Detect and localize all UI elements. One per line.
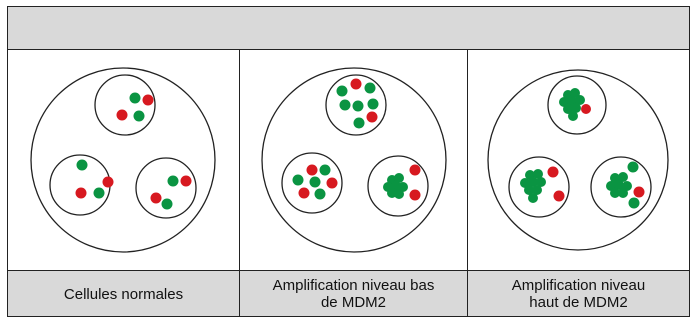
green-signal: [618, 172, 628, 182]
cell-nucleus: [135, 157, 197, 219]
high-amplification-diagram: [487, 69, 669, 251]
green-signal: [570, 88, 580, 98]
green-signal: [319, 164, 331, 176]
cell-nucleus: [325, 74, 387, 136]
green-signal: [575, 95, 585, 105]
cell-nucleus: [508, 156, 570, 218]
green-signal: [536, 177, 546, 187]
caption-low-amplification: Amplification niveau bas de MDM2: [240, 271, 468, 317]
normal-cells-diagram: [30, 67, 216, 253]
green-signal: [309, 176, 321, 188]
cell-nucleus: [547, 75, 607, 135]
green-signal: [336, 85, 348, 97]
red-signal: [633, 186, 645, 198]
red-signal: [180, 175, 192, 187]
red-signal: [326, 177, 338, 189]
green-signal: [133, 110, 145, 122]
caption-row: Cellules normales Amplification niveau b…: [8, 270, 689, 317]
red-signal: [409, 164, 421, 176]
green-signal: [618, 188, 628, 198]
tissue-outline: [487, 69, 669, 251]
red-signal: [581, 104, 591, 114]
green-signal: [364, 82, 376, 94]
red-signal: [75, 187, 87, 199]
green-signal: [292, 174, 304, 186]
red-signal: [409, 189, 421, 201]
green-signal: [614, 180, 624, 190]
green-signal: [339, 99, 351, 111]
green-signal: [610, 188, 620, 198]
green-signal: [563, 104, 573, 114]
panel-low-amplification: [240, 50, 468, 270]
green-signal: [76, 159, 88, 171]
green-signal: [524, 185, 534, 195]
red-signal: [116, 109, 128, 121]
green-signal: [167, 175, 179, 187]
green-signal: [532, 185, 542, 195]
green-signal: [568, 111, 578, 121]
green-signal: [571, 103, 581, 113]
green-signal: [533, 169, 543, 179]
tissue-outline: [261, 67, 447, 253]
tissue-outline: [30, 67, 216, 253]
red-signal: [366, 111, 378, 123]
red-signal: [142, 94, 154, 106]
red-signal: [306, 164, 318, 176]
red-signal: [350, 78, 362, 90]
red-signal: [298, 187, 310, 199]
green-signal: [627, 161, 639, 173]
red-signal: [102, 176, 114, 188]
green-signal: [367, 98, 379, 110]
caption-high-amplification: Amplification niveau haut de MDM2: [511, 277, 646, 311]
green-signal: [394, 173, 404, 183]
green-signal: [628, 197, 640, 209]
green-signal: [314, 188, 326, 200]
green-signal: [394, 189, 404, 199]
red-signal: [547, 166, 559, 178]
red-signal: [150, 192, 162, 204]
cell-nucleus: [281, 152, 343, 214]
caption-normal-cells: Cellules normales: [8, 271, 240, 317]
cell-nucleus: [94, 74, 156, 136]
header-bar: [8, 7, 689, 50]
green-signal: [528, 177, 538, 187]
red-signal: [553, 190, 565, 202]
green-signal: [161, 198, 173, 210]
panel-normal-cells: [8, 50, 240, 270]
green-signal: [129, 92, 141, 104]
panel-high-amplification: [468, 50, 689, 270]
figure-frame: Cellules normales Amplification niveau b…: [7, 6, 690, 317]
green-signal: [528, 193, 538, 203]
green-signal: [93, 187, 105, 199]
cell-nucleus: [590, 156, 652, 218]
low-amplification-diagram: [261, 67, 447, 253]
cell-nucleus: [367, 155, 429, 217]
green-signal: [353, 117, 365, 129]
green-signal: [352, 100, 364, 112]
